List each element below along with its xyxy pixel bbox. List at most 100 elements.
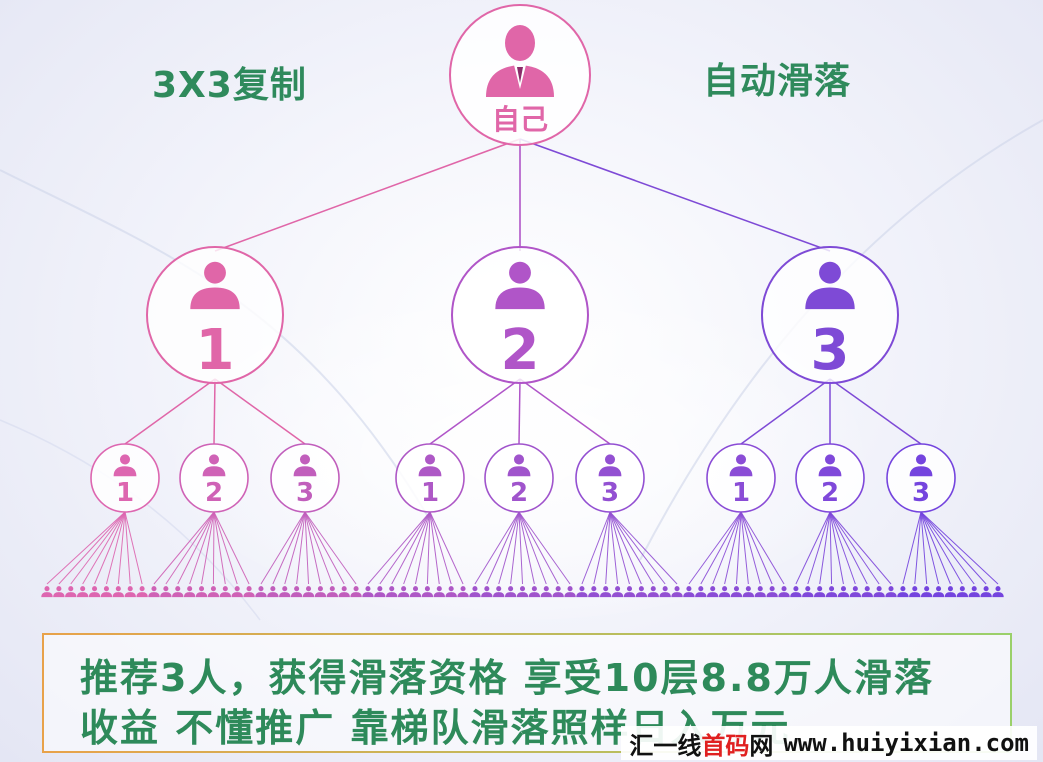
connector-line <box>304 511 310 585</box>
tiny-person-icon <box>897 586 909 598</box>
tiny-person-icon <box>338 586 350 598</box>
tiny-person-icon <box>314 586 327 598</box>
tiny-person-icon <box>659 586 671 598</box>
tiny-person-icon <box>112 586 125 598</box>
tiny-person-icon <box>671 586 683 598</box>
person-icon <box>418 454 442 477</box>
connector-line <box>688 511 742 585</box>
connector-line <box>189 511 215 585</box>
tiny-person-icon <box>160 586 172 598</box>
level1-node-number: 3 <box>811 318 850 383</box>
connector-line <box>272 511 306 585</box>
connector-line <box>201 511 215 585</box>
connector-line <box>807 511 831 585</box>
tiny-person-icon <box>707 586 719 598</box>
tiny-person-icon <box>600 586 612 598</box>
tiny-person-icon <box>980 586 992 598</box>
connector-line <box>829 511 844 585</box>
connector-line <box>94 511 126 585</box>
connector-line <box>304 511 357 585</box>
person-icon <box>293 454 317 477</box>
connector-line <box>920 511 999 585</box>
connector-line <box>829 511 892 585</box>
tiny-person-icon <box>576 586 588 598</box>
level2-node: 3 <box>270 443 340 513</box>
tiny-person-icon <box>992 586 1004 598</box>
level2-node: 2 <box>179 443 249 513</box>
tiny-person-icon <box>647 586 659 598</box>
tiny-person-icon <box>231 586 243 598</box>
connector-line <box>124 511 131 585</box>
connector-line <box>518 511 559 585</box>
leaf-row <box>41 586 1004 598</box>
level2-node: 2 <box>795 443 865 513</box>
tiny-person-icon <box>183 586 196 598</box>
person-icon <box>805 261 855 310</box>
tiny-person-icon <box>279 586 291 598</box>
info-line-1: 推荐3人，获得滑落资格 享受10层8.8万人滑落 <box>80 656 934 700</box>
tiny-person-icon <box>611 586 624 598</box>
root-label: 自己 <box>492 103 548 136</box>
connector-line <box>296 511 306 585</box>
tiny-person-icon <box>255 586 267 598</box>
connector-line <box>740 511 761 585</box>
connector-line <box>429 511 464 585</box>
level2-node: 1 <box>90 443 160 513</box>
tiny-person-icon <box>623 586 636 598</box>
person-icon <box>818 454 842 477</box>
connector-line <box>609 511 630 585</box>
watermark-cn-2: 首码 <box>701 731 750 760</box>
level2-node-number: 3 <box>296 478 314 508</box>
connector-line <box>213 378 216 445</box>
tiny-person-icon <box>148 586 160 598</box>
tiny-person-icon <box>849 586 862 598</box>
connector-line <box>429 378 521 445</box>
watermark-url: www.huiyixian.com <box>783 729 1029 757</box>
person-icon <box>202 454 226 477</box>
connector-line <box>426 511 431 585</box>
connector-line <box>920 511 987 585</box>
tiny-person-icon <box>469 586 481 598</box>
tiny-person-icon <box>825 586 838 598</box>
level1-node-number: 1 <box>196 318 235 383</box>
tiny-person-icon <box>326 586 338 598</box>
connector-line <box>740 378 831 445</box>
connector-line <box>593 511 611 585</box>
tiny-person-icon <box>195 586 208 598</box>
tiny-person-icon <box>813 586 826 598</box>
tiny-person-icon <box>409 586 422 598</box>
connector-line <box>474 511 520 585</box>
connector-line <box>518 511 523 585</box>
tiny-person-icon <box>683 586 695 598</box>
connector-line <box>829 511 856 585</box>
tiny-person-icon <box>219 586 232 598</box>
connector-line <box>829 511 833 585</box>
connector-line <box>260 511 306 585</box>
connector-line <box>304 511 333 585</box>
watermark-cn-3: 网 <box>749 731 774 760</box>
connector-line <box>70 511 126 585</box>
connector-line <box>212 511 215 585</box>
tiny-person-icon <box>374 586 386 598</box>
connector-line <box>609 511 666 585</box>
tiny-person-icon <box>53 586 65 598</box>
tiny-person-icon <box>885 586 897 598</box>
level2-node-number: 1 <box>421 478 439 508</box>
tiny-person-icon <box>635 586 648 598</box>
tiny-person-icon <box>136 586 148 598</box>
level2-node: 2 <box>484 443 554 513</box>
tiny-person-icon <box>909 586 921 598</box>
connector-line <box>609 511 642 585</box>
tiny-person-icon <box>386 586 398 598</box>
connector-line <box>403 511 431 585</box>
connector-line <box>581 511 611 585</box>
connector-line <box>304 511 321 585</box>
tiny-person-icon <box>766 586 778 598</box>
person-icon <box>909 454 933 477</box>
tiny-person-icon <box>124 586 136 598</box>
tiny-person-icon <box>528 586 541 598</box>
connector-line <box>740 511 773 585</box>
connector-line <box>609 511 678 585</box>
